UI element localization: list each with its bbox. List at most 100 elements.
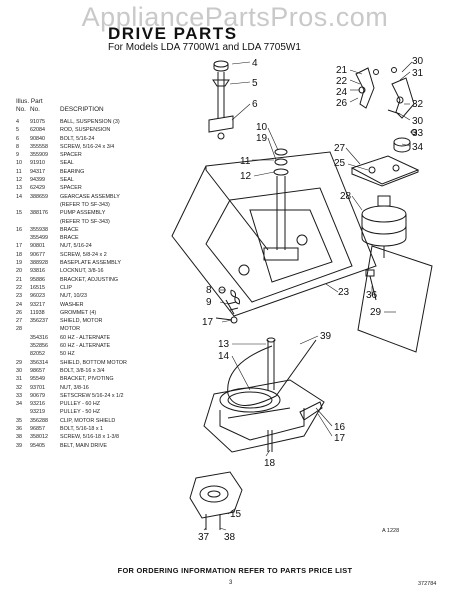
callout-24: 24 bbox=[336, 87, 348, 98]
part-number: 94399 bbox=[30, 177, 45, 184]
part-number: 355909 bbox=[30, 152, 48, 159]
callout-36: 36 bbox=[366, 290, 378, 301]
part-number: 96023 bbox=[30, 293, 45, 300]
part-number: 91910 bbox=[30, 160, 45, 167]
parts-list-row: 18 90677 SCREW, 5/8-24 x 2 bbox=[16, 251, 156, 259]
part-number: 354316 bbox=[30, 334, 48, 341]
callout-29: 29 bbox=[370, 307, 382, 318]
part-number: 93217 bbox=[30, 301, 45, 308]
part-number: 93701 bbox=[30, 384, 45, 391]
main-drive-belt bbox=[227, 339, 317, 406]
callout-37: 37 bbox=[198, 532, 210, 543]
callout-28: 28 bbox=[340, 191, 352, 202]
part-description: SHIELD, BOTTOM MOTOR bbox=[60, 359, 127, 366]
part-number: 11938 bbox=[30, 309, 45, 316]
part-illus-no: 4 bbox=[16, 119, 19, 125]
part-illus-no: 33 bbox=[16, 392, 22, 399]
parts-list-row: (REFER TO SF-343) bbox=[16, 201, 156, 209]
part-description: GEARCASE ASSEMBLY bbox=[60, 193, 120, 200]
part-number: 90679 bbox=[30, 392, 45, 399]
catalog-number: 372784 bbox=[418, 581, 437, 587]
part-illus-no: 10 bbox=[16, 160, 22, 167]
callout-30-top: 30 bbox=[412, 56, 424, 67]
col-header-description: DESCRIPTION bbox=[60, 106, 104, 113]
part-illus-no: 39 bbox=[16, 442, 22, 449]
callout-13: 13 bbox=[218, 339, 230, 350]
part-illus-no: 8 bbox=[16, 143, 19, 150]
part-number: 355499 bbox=[30, 235, 48, 242]
bottom-motor-shield bbox=[357, 245, 433, 353]
part-description: GROMMET (4) bbox=[60, 309, 97, 316]
part-illus-no: 23 bbox=[16, 293, 22, 300]
motor-pulley bbox=[393, 129, 417, 153]
callout-12: 12 bbox=[240, 171, 252, 182]
part-illus-no: 30 bbox=[16, 367, 22, 374]
figure-reference: A 1228 bbox=[382, 528, 400, 534]
part-number: 93219 bbox=[30, 409, 45, 416]
callout-23: 23 bbox=[338, 287, 350, 298]
part-description: CLIP, MOTOR SHIELD bbox=[60, 417, 116, 424]
motor-bolt bbox=[365, 269, 377, 301]
spring-and-bolts bbox=[215, 286, 240, 324]
callout-17-right: 17 bbox=[334, 433, 346, 444]
part-description: SCREW, 5/8-24 x 2 bbox=[60, 251, 107, 258]
part-illus-no: 13 bbox=[16, 185, 22, 192]
part-illus-no: 26 bbox=[16, 309, 22, 316]
callout-18: 18 bbox=[264, 458, 276, 469]
callout-9: 9 bbox=[206, 297, 212, 308]
part-number: 62084 bbox=[30, 127, 45, 134]
part-number: 356314 bbox=[30, 359, 48, 366]
callout-17-left: 17 bbox=[202, 317, 214, 328]
callout-38: 38 bbox=[224, 532, 236, 543]
part-illus-no: 20 bbox=[16, 268, 22, 275]
gearcase-braces bbox=[267, 401, 323, 452]
callout-16: 16 bbox=[334, 422, 346, 433]
part-description: PULLEY - 50 HZ bbox=[60, 409, 101, 416]
callout-6: 6 bbox=[252, 99, 258, 110]
part-number: 16515 bbox=[30, 284, 45, 291]
part-number: 95886 bbox=[30, 276, 45, 283]
part-number: 388176 bbox=[30, 210, 48, 217]
callout-34: 34 bbox=[412, 142, 424, 153]
callout-22: 22 bbox=[336, 76, 348, 87]
parts-list-row: (REFER TO SF-343) bbox=[16, 218, 156, 226]
part-illus-no: 18 bbox=[16, 251, 22, 258]
part-description: BRACKET, PIVOTING bbox=[60, 376, 114, 383]
part-number: 356237 bbox=[30, 318, 48, 325]
part-number: 388659 bbox=[30, 193, 48, 200]
part-illus-no: 22 bbox=[16, 284, 22, 291]
part-number: 90677 bbox=[30, 251, 45, 258]
part-description: BOLT, 5/16-24 bbox=[60, 135, 95, 142]
part-number: 355938 bbox=[30, 226, 48, 233]
part-description: SEAL bbox=[60, 160, 74, 167]
part-description: SCREW, 5/16-18 x 1-3/8 bbox=[60, 434, 120, 441]
callout-5: 5 bbox=[252, 78, 258, 89]
callout-11: 11 bbox=[240, 156, 251, 167]
callout-19: 19 bbox=[256, 133, 268, 144]
callout-32: 32 bbox=[412, 99, 424, 110]
part-number: 93216 bbox=[30, 401, 45, 408]
part-description: BELT, MAIN DRIVE bbox=[60, 442, 107, 449]
pivot-bracket-assembly bbox=[355, 67, 415, 119]
part-description: SPACER bbox=[60, 185, 82, 192]
part-description: MOTOR bbox=[60, 326, 80, 333]
